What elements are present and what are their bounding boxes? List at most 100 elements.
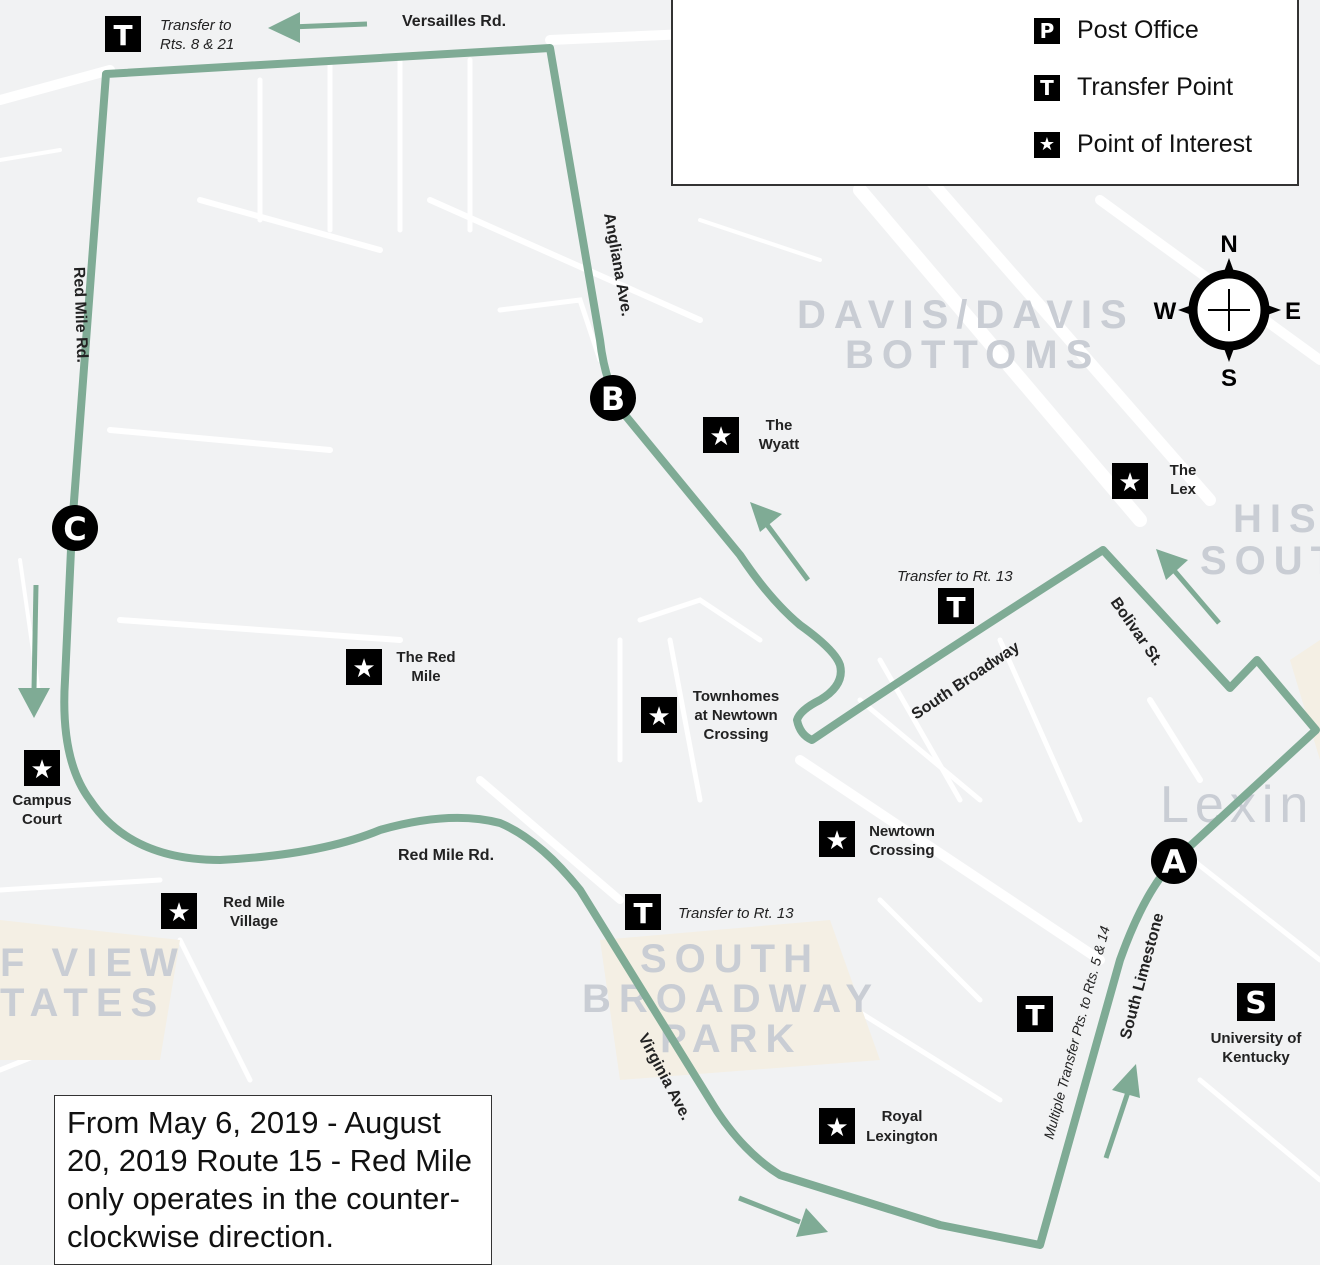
direction-arrow-nw-2 xyxy=(1156,549,1221,625)
poi-the-red-mile-line2: Mile xyxy=(411,668,440,685)
direction-arrow-west xyxy=(268,12,368,43)
stop-a-marker: A xyxy=(1151,838,1197,884)
neighborhood-historic-line2: SOUT xyxy=(1200,539,1320,583)
svg-text:★: ★ xyxy=(825,1113,848,1143)
transfer-label-rt-13-north: Transfer to Rt. 13 xyxy=(897,568,1013,585)
svg-text:B: B xyxy=(601,380,625,418)
svg-text:★: ★ xyxy=(352,654,375,684)
svg-text:T: T xyxy=(633,897,652,930)
poi-labels: The Wyatt The Lex The Red Mile Townhomes… xyxy=(12,417,1302,1145)
poi-townhomes-line2: at Newtown xyxy=(694,707,777,724)
neighborhood-labels: DAVIS/DAVIS BOTTOMS SOUTH BROADWAY PARK … xyxy=(0,293,1320,1061)
neighborhood-davis-line2: BOTTOMS xyxy=(845,333,1100,377)
legend-item-transfer-point: T Transfer Point xyxy=(1034,73,1233,102)
poi-red-mile-village-line2: Village xyxy=(230,913,278,930)
neighborhood-fview-line2: TATES xyxy=(0,981,165,1025)
poi-red-mile-village-line1: Red Mile xyxy=(223,894,285,911)
star-icon: ★ xyxy=(819,1108,855,1144)
direction-arrow-east xyxy=(738,1195,828,1237)
svg-text:S: S xyxy=(1245,986,1267,1021)
transfer-icon: T xyxy=(625,894,661,930)
poi-newtown-crossing-line2: Crossing xyxy=(869,842,934,859)
poi-royal-lexington-line2: Lexington xyxy=(866,1128,938,1145)
star-icon: ★ xyxy=(24,750,60,786)
transfer-label-rts-8-21-line1: Transfer to xyxy=(160,17,231,34)
street-south-broadway: South Broadway xyxy=(909,639,1023,724)
compass-north: N xyxy=(1220,231,1237,258)
transfer-label-rt-13-south: Transfer to Rt. 13 xyxy=(678,905,794,922)
compass-west: W xyxy=(1154,298,1177,325)
poi-townhomes-line1: Townhomes xyxy=(693,688,779,705)
poi-the-red-mile-line1: The Red xyxy=(396,649,455,666)
svg-text:C: C xyxy=(63,510,86,548)
transfer-icon: T xyxy=(1017,996,1053,1032)
poi-the-wyatt-line1: The xyxy=(766,417,793,434)
stop-b-marker: B xyxy=(590,375,636,421)
svg-text:★: ★ xyxy=(167,898,190,928)
direction-arrow-nw-1 xyxy=(750,502,811,582)
poi-newtown-crossing-line1: Newtown xyxy=(869,823,935,840)
poi-university-kentucky-line1: University of xyxy=(1211,1030,1303,1047)
transfer-label-rts-8-21-line2: Rts. 8 & 21 xyxy=(160,36,234,53)
compass-rose: N S W E xyxy=(1154,231,1301,392)
route-15-line xyxy=(60,44,1320,1249)
direction-arrows xyxy=(18,12,1221,1237)
star-icon: ★ xyxy=(703,417,739,453)
legend-label: Post Office xyxy=(1077,16,1199,44)
svg-text:★: ★ xyxy=(647,702,670,732)
neighborhood-southbroadway-line1: SOUTH xyxy=(640,937,820,981)
transfer-points: T T T T xyxy=(105,16,1053,1032)
direction-arrow-north xyxy=(1103,1064,1140,1159)
poi-campus-court-line1: Campus xyxy=(12,792,71,809)
transfer-icon: T xyxy=(938,588,974,624)
map-legend: P Post Office T Transfer Point ★ Point o… xyxy=(671,0,1299,186)
service-notice: From May 6, 2019 - August 20, 2019 Route… xyxy=(54,1095,492,1265)
legend-label: Transfer Point xyxy=(1077,73,1234,101)
poi-royal-lexington-line1: Royal xyxy=(882,1108,923,1125)
poi-campus-court-line2: Court xyxy=(22,811,62,828)
neighborhood-davis-line1: DAVIS/DAVIS xyxy=(797,293,1135,337)
svg-text:★: ★ xyxy=(30,755,53,785)
stop-markers: A B C xyxy=(52,375,1197,884)
street-south-limestone: South Limestone xyxy=(1117,911,1167,1041)
poi-the-lex-line1: The xyxy=(1170,462,1197,479)
svg-text:T: T xyxy=(1025,999,1044,1032)
star-icon: ★ xyxy=(1112,463,1148,499)
star-icon: ★ xyxy=(346,649,382,685)
points-of-interest: ★ ★ ★ ★ ★ ★ ★ ★ S xyxy=(24,417,1275,1144)
svg-text:★: ★ xyxy=(1118,468,1141,498)
poi-university-kentucky-line2: Kentucky xyxy=(1222,1049,1290,1066)
svg-text:★: ★ xyxy=(709,422,732,452)
service-notice-text: From May 6, 2019 - August 20, 2019 Route… xyxy=(67,1105,472,1254)
svg-text:T: T xyxy=(946,591,965,624)
street-versailles-rd: Versailles Rd. xyxy=(402,13,506,30)
school-icon: S xyxy=(1237,983,1275,1021)
svg-text:T: T xyxy=(113,19,132,52)
transfer-labels: Transfer to Rts. 8 & 21 Transfer to Rt. … xyxy=(160,17,1013,922)
star-icon: ★ xyxy=(1034,131,1060,158)
poi-the-wyatt-line2: Wyatt xyxy=(759,436,800,453)
neighborhood-southbroadway-line2: BROADWAY xyxy=(582,977,880,1021)
street-red-mile-rd-vertical: Red Mile Rd. xyxy=(70,267,90,364)
star-icon: ★ xyxy=(819,821,855,857)
legend-label: Point of Interest xyxy=(1077,130,1253,158)
svg-text:A: A xyxy=(1162,843,1187,881)
street-angliana-ave: Angliana Ave. xyxy=(600,212,635,318)
poi-townhomes-line3: Crossing xyxy=(703,726,768,743)
star-icon: ★ xyxy=(161,893,197,929)
street-red-mile-rd-horizontal: Red Mile Rd. xyxy=(398,847,494,864)
neighborhood-historic-line1: HIS xyxy=(1233,497,1320,541)
star-icon: ★ xyxy=(641,697,677,733)
neighborhood-fview-line1: F VIEW xyxy=(0,941,186,985)
transfer-icon: T xyxy=(105,16,141,52)
post-office-icon: P xyxy=(1034,17,1060,44)
legend-item-post-office: P Post Office xyxy=(1034,16,1199,45)
transfer-icon: T xyxy=(1034,74,1060,101)
stop-c-marker: C xyxy=(52,505,98,551)
compass-east: E xyxy=(1285,298,1301,325)
legend-item-point-of-interest: ★ Point of Interest xyxy=(1034,130,1252,159)
compass-south: S xyxy=(1221,365,1237,392)
poi-the-lex-line2: Lex xyxy=(1170,481,1197,498)
svg-text:★: ★ xyxy=(825,826,848,856)
